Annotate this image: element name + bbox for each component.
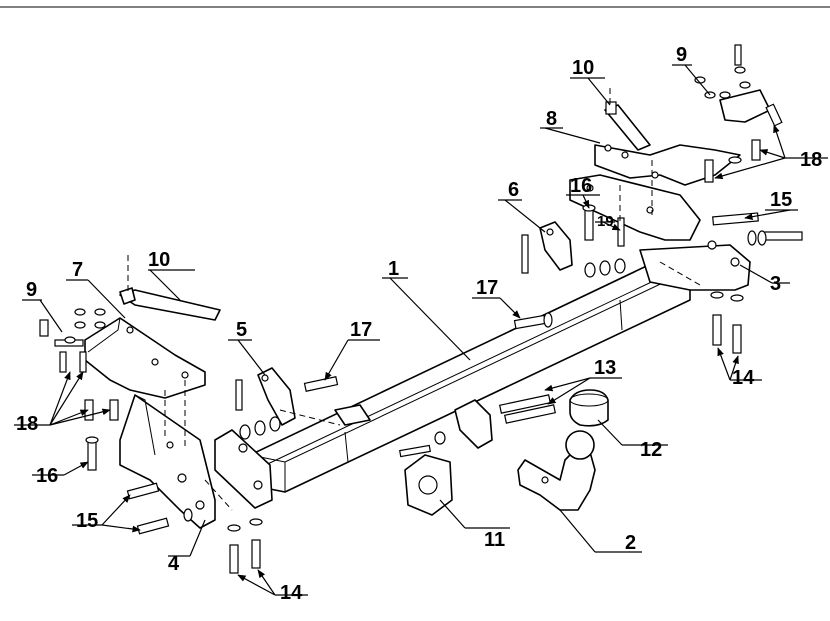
tow-ball-neck (517, 430, 596, 511)
socket-plate (399, 431, 453, 516)
part-labels: 1 2 3 4 5 6 7 8 9 9 10 10 11 12 13 14 14… (16, 44, 822, 604)
label-4: 4 (168, 553, 180, 575)
right-horizontal-bolts (712, 212, 803, 246)
ball-mount-bracket (454, 394, 556, 449)
label-14-left: 14 (280, 582, 303, 604)
label-19: 19 (597, 213, 614, 230)
label-15-right: 15 (770, 189, 792, 211)
right-side-plate (639, 240, 751, 291)
center-bolt-17 (513, 312, 553, 330)
label-9-left: 9 (26, 279, 37, 301)
label-5: 5 (236, 319, 247, 341)
left-vertical-bolts (84, 399, 119, 471)
label-10-right: 10 (572, 57, 594, 79)
right-center-bracket (521, 204, 626, 278)
left-side-plate (214, 429, 273, 509)
label-2: 2 (625, 532, 636, 554)
label-11: 11 (484, 529, 505, 551)
label-17-center: 17 (350, 319, 372, 341)
right-strap (604, 101, 651, 151)
right-bolt-cluster (694, 44, 783, 183)
label-underlines (14, 64, 828, 596)
right-lower-bolts (710, 291, 744, 354)
leader-lines (39, 64, 791, 596)
label-15-left: 15 (76, 510, 98, 532)
label-10-left: 10 (148, 249, 170, 271)
label-1: 1 (388, 258, 399, 280)
label-17-right: 17 (476, 277, 498, 299)
label-9-right: 9 (676, 44, 687, 66)
center-block (334, 404, 371, 426)
label-16-left: 16 (36, 465, 58, 487)
left-top-bracket (84, 317, 206, 399)
label-8: 8 (546, 108, 557, 130)
label-18-left: 18 (16, 413, 38, 435)
label-3: 3 (770, 273, 781, 295)
label-6: 6 (508, 179, 519, 201)
label-14-right: 14 (732, 367, 755, 389)
left-lower-bracket (119, 394, 216, 529)
left-lower-bolts (227, 518, 263, 574)
crossbar (249, 261, 691, 493)
label-7: 7 (72, 259, 83, 281)
label-18-right: 18 (800, 149, 822, 171)
label-12: 12 (640, 439, 662, 461)
tow-ball-cap (569, 389, 609, 427)
label-13: 13 (594, 357, 616, 379)
left-strap (119, 287, 221, 321)
label-16-right: 16 (570, 175, 592, 197)
left-bolt-cluster (39, 308, 106, 373)
alignment-lines (127, 88, 701, 511)
